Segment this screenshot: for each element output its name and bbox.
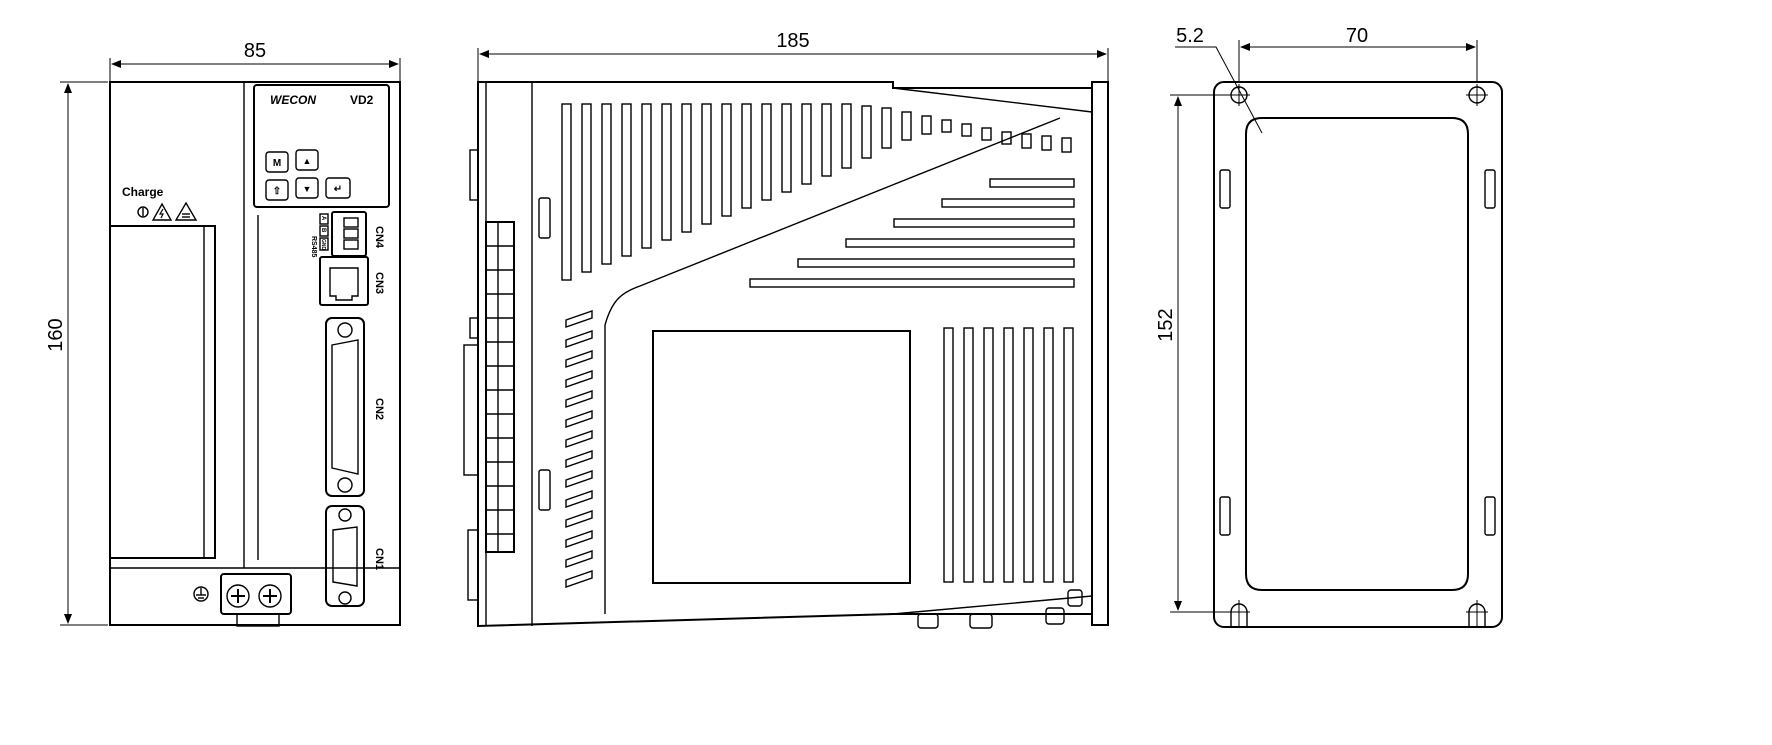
cn4-pin-gnd-label: GND [320, 239, 326, 251]
key-up-button[interactable] [295, 149, 319, 171]
plate-clip-upper-right [1484, 169, 1496, 209]
cn4-side-label: RS485 [310, 236, 317, 258]
plate-clip-lower-left [1219, 496, 1231, 536]
cn4-label: CN4 [373, 226, 385, 249]
mount-slot-bottom-right [1466, 600, 1488, 627]
dimension-hole-diameter-5-2: 5.2 [1175, 25, 1263, 134]
dimension-height-160: 160 [45, 81, 108, 626]
dim-label-hole-diameter: 5.2 [1176, 25, 1204, 47]
plate-clip-upper-left [1219, 169, 1231, 209]
front-cover-panel [109, 225, 216, 559]
power-terminal-block [220, 573, 292, 627]
cn1-connector: CN1 [325, 505, 385, 607]
plus-screw-icon [226, 584, 250, 608]
dim-label-height: 160 [45, 318, 67, 351]
mounting-view: 70 5.2 152 [1155, 25, 1503, 628]
dim-label-hole-spacing-y: 152 [1155, 308, 1177, 341]
lower-vent-slots [943, 327, 1074, 583]
bottom-feet [917, 589, 1083, 629]
key-m-label: M [273, 158, 281, 169]
cn3-connector: CN3 [319, 256, 385, 306]
mount-slot-bottom-left [1228, 600, 1250, 627]
cn1-label: CN1 [373, 548, 385, 570]
ground-symbol-icon [193, 586, 209, 602]
key-enter-button[interactable] [325, 177, 351, 199]
connector-protrusion-2 [463, 344, 479, 476]
key-up-label: ▲ [303, 156, 312, 166]
dimension-hole-spacing-y-152: 152 [1155, 94, 1232, 613]
charge-indicator-icon [137, 206, 149, 218]
side-clip-upper [538, 197, 551, 239]
terminal-block-profile [485, 221, 515, 553]
cn4-connector: RS485 A B GND CN4 [310, 211, 385, 258]
nameplate-area [652, 330, 911, 584]
mounting-flange [1091, 81, 1109, 626]
top-vent-slots [561, 103, 1072, 281]
connector-protrusion-1 [469, 317, 479, 339]
key-enter-label: ↵ [334, 184, 342, 195]
plus-screw-icon [258, 584, 282, 608]
dimension-width-85: 85 [109, 40, 401, 88]
charge-label: Charge [122, 185, 164, 199]
dim-label-width: 85 [244, 40, 266, 62]
cn3-label: CN3 [373, 272, 385, 294]
side-housing [477, 81, 1093, 628]
connector-protrusion-3 [467, 529, 479, 601]
keypad-protrusion [469, 149, 479, 201]
dim-label-length: 185 [776, 30, 809, 52]
front-view: 85 160 Charge [45, 40, 401, 627]
key-m-button[interactable] [265, 151, 289, 173]
display-keypad-panel [253, 84, 390, 208]
dimension-length-185: 185 [477, 30, 1109, 85]
dimension-hole-spacing-x-70: 70 [1238, 25, 1478, 82]
hot-surface-warning-icon [174, 201, 198, 221]
cn2-label: CN2 [373, 398, 385, 420]
mounting-plate-cutout [1245, 117, 1469, 591]
key-down-label: ▼ [303, 184, 312, 194]
key-shift-label: ⇧ [273, 186, 281, 197]
side-view: 185 [463, 30, 1109, 629]
mount-hole-top-left [1228, 84, 1250, 106]
cn4-pin-b-label: B [320, 228, 326, 233]
dim-label-hole-spacing-x: 70 [1346, 25, 1368, 47]
side-slanted-vents [565, 310, 593, 588]
cn2-connector: CN2 [325, 317, 385, 497]
key-shift-button[interactable] [265, 179, 289, 201]
high-voltage-warning-icon [151, 202, 173, 221]
mount-hole-top-right [1466, 84, 1488, 106]
brand-logo: WECON [270, 93, 316, 107]
horizontal-vent-slots [749, 178, 1075, 288]
cn4-pin-a-label: A [320, 216, 326, 221]
plate-clip-lower-right [1484, 496, 1496, 536]
model-label: VD2 [350, 93, 374, 107]
side-clip-lower [538, 469, 551, 511]
mounting-plate [1213, 81, 1503, 628]
key-down-button[interactable] [295, 177, 319, 199]
